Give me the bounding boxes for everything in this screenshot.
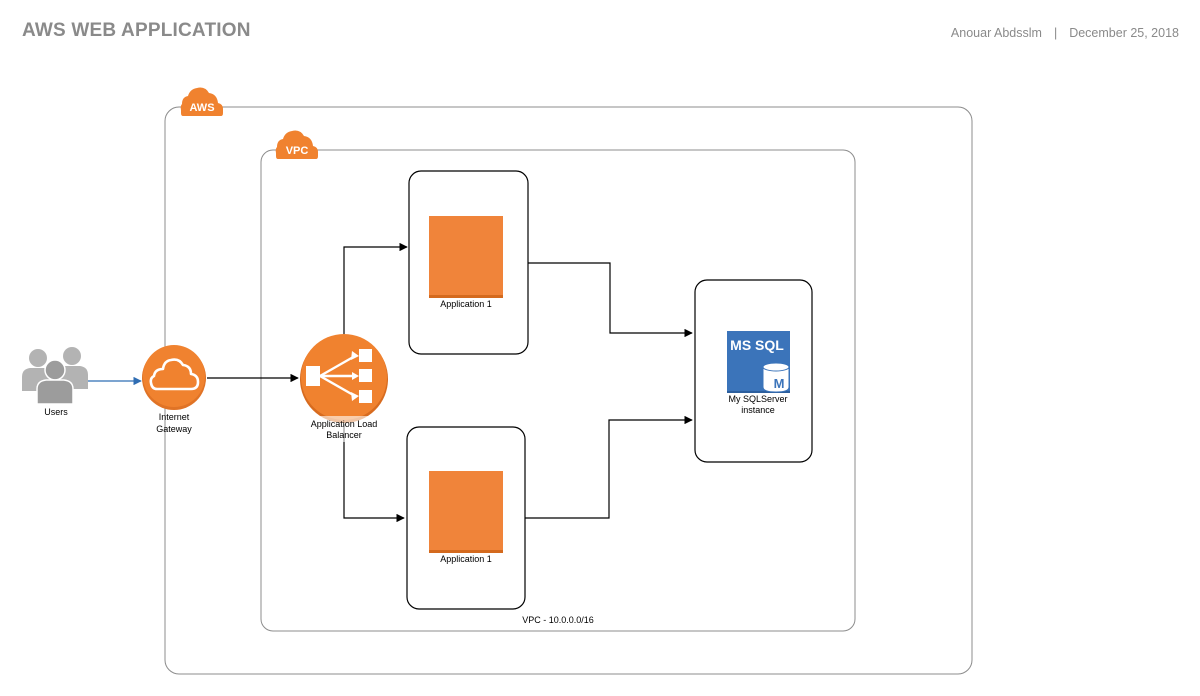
header-separator: | — [1053, 26, 1058, 40]
ms-sql-icon-text: MS SQL — [730, 337, 784, 353]
alb-label-line2: Balancer — [326, 430, 362, 440]
alb-to-app-bottom-arrow — [343, 424, 405, 523]
header-meta: Anouar Abdsslm | December 25, 2018 — [951, 26, 1179, 40]
users-node[interactable]: Users — [22, 347, 88, 417]
application-bottom-node[interactable]: Application 1 — [406, 426, 526, 610]
alb-label-line1: Application Load — [311, 419, 378, 429]
ms-sql-database-icon: MS SQL M — [727, 331, 790, 393]
gateway-label-line1: Internet — [159, 412, 190, 422]
ec2-instance-icon — [429, 216, 503, 298]
application-top-node[interactable]: Application 1 — [408, 170, 529, 355]
aws-cloud-group[interactable]: AWS — [164, 87, 973, 675]
page-title: AWS WEB APPLICATION — [22, 20, 251, 41]
users-group-icon — [22, 347, 88, 405]
connectors — [88, 242, 693, 523]
vpc-cidr-label: VPC - 10.0.0.0/16 — [522, 615, 594, 625]
vpc-group[interactable]: VPC VPC - 10.0.0.0/16 — [260, 130, 856, 632]
cloud-icon — [142, 345, 206, 410]
vpc-group-border — [260, 149, 856, 632]
sqlserver-label-line2: instance — [741, 405, 775, 415]
sqlserver-label-line1: My SQLServer — [728, 394, 787, 404]
alb-to-app-top-arrow — [343, 242, 408, 334]
internet-gateway-node[interactable]: Internet Gateway — [142, 345, 206, 434]
app-top-to-db-arrow — [527, 262, 693, 338]
load-balancer-icon — [300, 334, 388, 423]
aws-badge-label: AWS — [189, 102, 214, 114]
author-name: Anouar Abdsslm — [950, 26, 1042, 40]
gateway-label-line2: Gateway — [156, 424, 192, 434]
application-top-label: Application 1 — [440, 299, 492, 309]
ec2-instance-icon — [429, 471, 503, 553]
sqlserver-node[interactable]: MS SQL M My SQLServer instance — [694, 279, 813, 463]
application-bottom-label: Application 1 — [440, 554, 492, 564]
vpc-badge-label: VPC — [286, 145, 309, 157]
ms-sql-icon-letter: M — [774, 376, 785, 391]
document-date: December 25, 2018 — [1069, 26, 1179, 40]
aws-group-border — [164, 106, 973, 675]
vpc-cloud-badge-icon: VPC — [275, 130, 318, 159]
application-load-balancer-node[interactable]: Application Load Balancer — [300, 334, 388, 442]
aws-cloud-badge-icon: AWS — [180, 87, 223, 116]
users-label: Users — [44, 407, 68, 417]
app-bottom-to-db-arrow — [525, 415, 693, 519]
